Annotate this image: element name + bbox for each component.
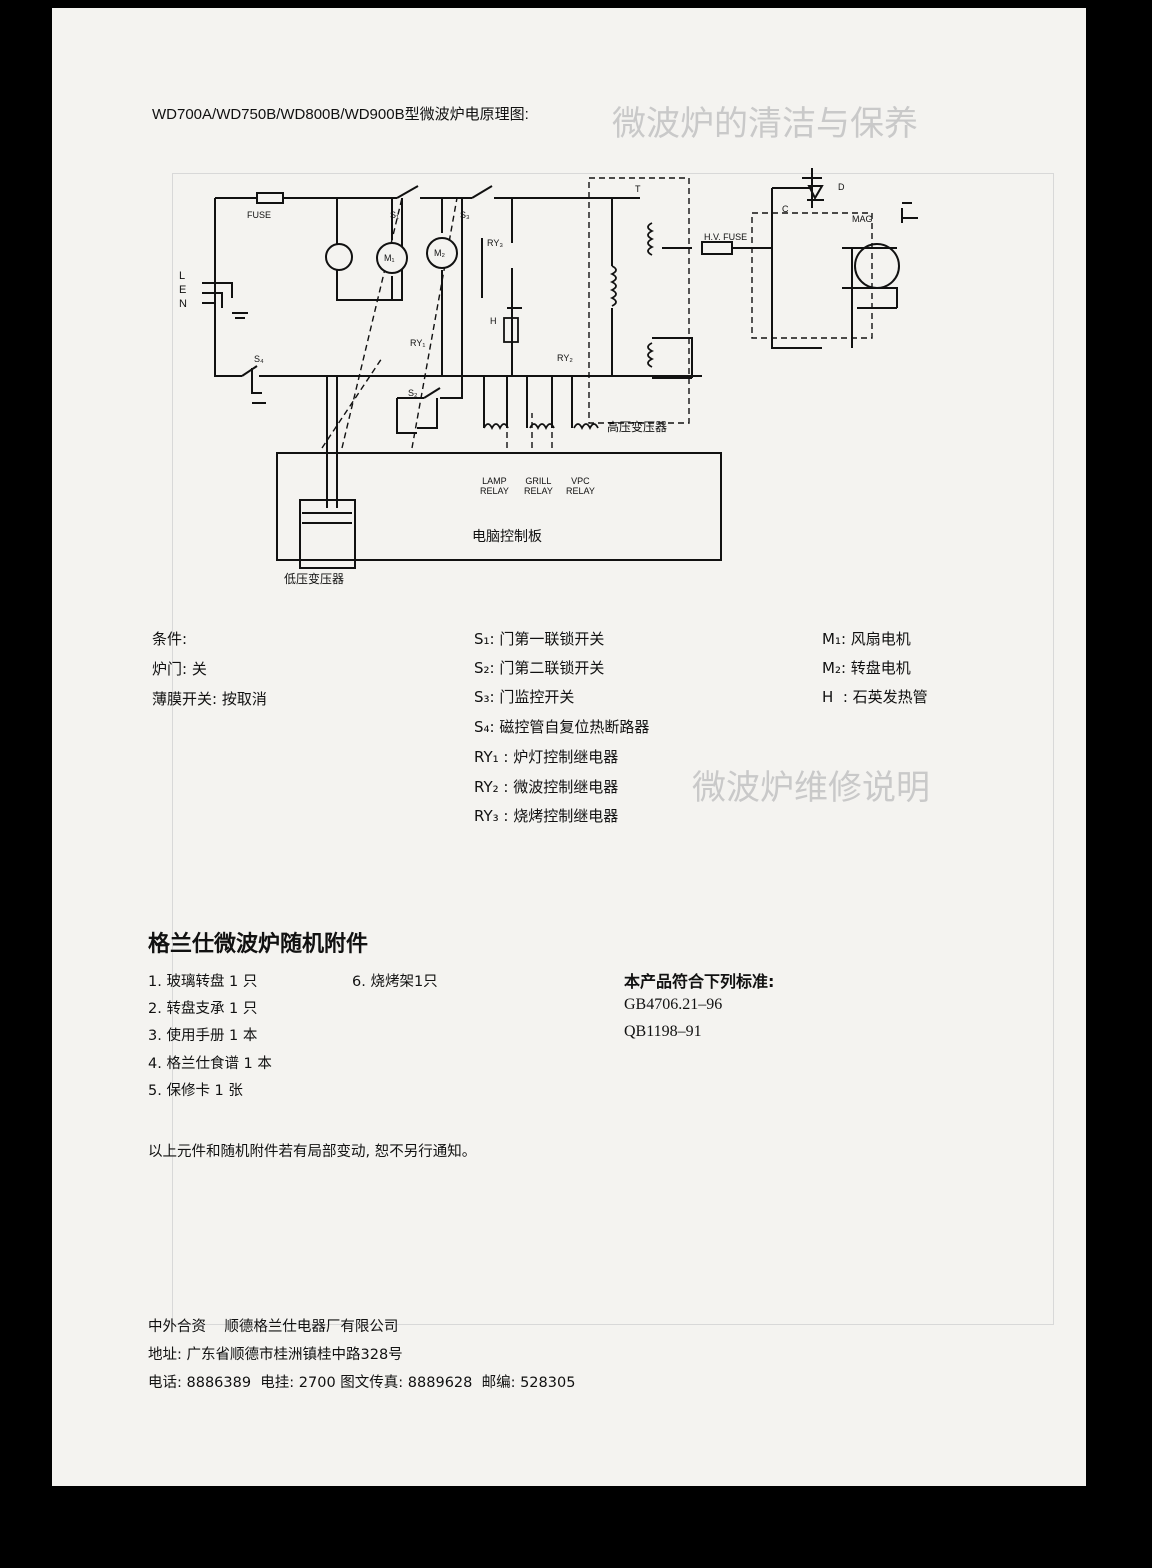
label-m2: M₂	[434, 248, 445, 258]
condition-door: 炉门: 关	[152, 660, 207, 678]
legend-h: H : 石英发热管	[822, 688, 928, 706]
label-control-board: 电脑控制板	[472, 528, 542, 544]
label-ry3: RY₃	[487, 238, 504, 248]
label-s2: S₂	[408, 388, 418, 398]
accessory-item: 5. 保修卡 1 张	[148, 1083, 243, 1099]
standards-heading: 本产品符合下列标准:	[624, 972, 775, 991]
label-e: E	[179, 284, 187, 296]
label-n: N	[179, 298, 187, 310]
label-grill-relay: GRILL RELAY	[524, 476, 553, 496]
bleed-through-heading: 微波炉的清洁与保养	[612, 104, 918, 144]
label-mag: MAG	[852, 214, 873, 224]
legend-ry3: RY₃ : 烧烤控制继电器	[474, 807, 619, 825]
label-t: T	[635, 184, 641, 194]
label-hv-fuse: H.V. FUSE	[704, 232, 748, 242]
label-h: H	[490, 316, 497, 326]
label-ry2: RY₂	[557, 353, 573, 363]
company-address: 地址: 广东省顺德市桂洲镇桂中路328号	[148, 1347, 403, 1363]
accessory-item: 2. 转盘支承 1 只	[148, 1001, 258, 1017]
accessory-item: 1. 玻璃转盘 1 只	[148, 974, 258, 990]
accessory-item: 3. 使用手册 1 本	[148, 1028, 258, 1044]
accessories-title: 格兰仕微波炉随机附件	[148, 932, 369, 957]
company-name: 中外合资 顺德格兰仕电器厂有限公司	[148, 1319, 399, 1335]
legend-s2: S₂: 门第二联锁开关	[474, 659, 605, 677]
schematic-title: WD700A/WD750B/WD800B/WD900B型微波炉电原理图:	[152, 106, 529, 123]
legend-ry1: RY₁ : 炉灯控制继电器	[474, 748, 619, 766]
change-notice: 以上元件和随机附件若有局部变动, 恕不另行通知。	[148, 1144, 477, 1160]
legend-m2: M₂: 转盘电机	[822, 659, 911, 677]
label-vpc-relay: VPC RELAY	[566, 476, 595, 496]
accessory-item: 6. 烧烤架1只	[352, 974, 438, 990]
accessory-item: 4. 格兰仕食谱 1 本	[148, 1056, 272, 1072]
document-page: 微波炉的清洁与保养 微波炉维修说明 WD700A/WD750B/WD800B/W…	[52, 8, 1086, 1486]
company-contact: 电话: 8886389 电挂: 2700 图文传真: 8889628 邮编: 5…	[148, 1375, 576, 1391]
conditions-heading: 条件:	[152, 630, 188, 648]
condition-membrane: 薄膜开关: 按取消	[152, 690, 267, 708]
legend-s3: S₃: 门监控开关	[474, 688, 575, 706]
label-c: C	[782, 204, 789, 214]
label-s3: S₃	[460, 210, 470, 220]
legend-m1: M₁: 风扇电机	[822, 630, 911, 648]
legend-ry2: RY₂ : 微波控制继电器	[474, 778, 619, 796]
label-ry1: RY₁	[410, 338, 426, 348]
label-low-voltage-transformer: 低压变压器	[284, 572, 345, 586]
legend-s4: S₄: 磁控管自复位热断路器	[474, 718, 650, 736]
bleed-through-heading-2: 微波炉维修说明	[692, 768, 930, 808]
standard-item: QB1198–91	[624, 1023, 702, 1040]
standard-item: GB4706.21–96	[624, 996, 723, 1013]
legend-s1: S₁: 门第一联锁开关	[474, 630, 605, 648]
bleed-through-table	[172, 173, 1054, 1325]
label-l: L	[179, 270, 186, 282]
label-high-voltage-transformer: 高压变压器	[607, 420, 668, 434]
label-d: D	[838, 182, 845, 192]
label-fuse: FUSE	[247, 210, 272, 220]
circuit-schematic	[202, 168, 918, 569]
label-lamp-relay: LAMP RELAY	[480, 476, 509, 496]
label-s1: S₁	[390, 210, 400, 220]
label-s4: S₄	[254, 354, 264, 364]
label-m1: M₁	[384, 253, 395, 263]
